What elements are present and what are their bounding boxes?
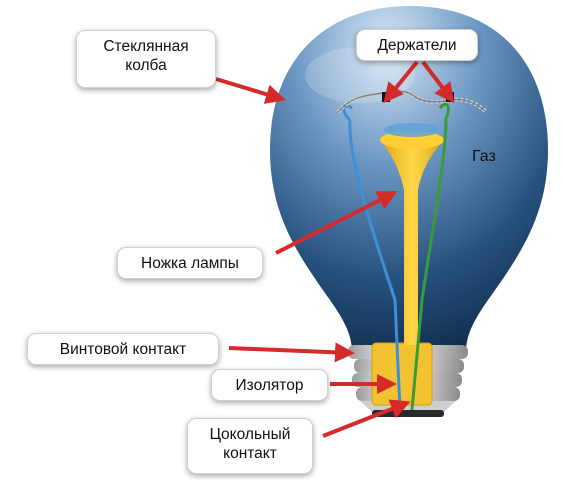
insulator — [371, 342, 433, 406]
label-base-contact: Цокольный контакт — [187, 418, 313, 474]
label-lamp-stem: Ножка лампы — [117, 247, 263, 279]
filament-coil — [337, 90, 487, 113]
label-gas: Газ — [472, 148, 496, 165]
arrow-lamp-stem — [275, 191, 398, 255]
arrow-glass-bulb — [215, 77, 286, 104]
label-screw-contact: Винтовой контакт — [27, 333, 219, 365]
arrow-holder-right — [421, 60, 455, 104]
green-wire — [410, 117, 448, 411]
arrow-screw-contact — [228, 342, 355, 363]
arrow-base-contact — [322, 399, 411, 438]
arrow-holder-left — [383, 60, 419, 104]
label-holders: Держатели — [356, 29, 478, 61]
label-glass-bulb: Стеклянная колба — [76, 30, 216, 88]
support-disk — [384, 123, 440, 137]
label-insulator: Изолятор — [211, 369, 328, 401]
